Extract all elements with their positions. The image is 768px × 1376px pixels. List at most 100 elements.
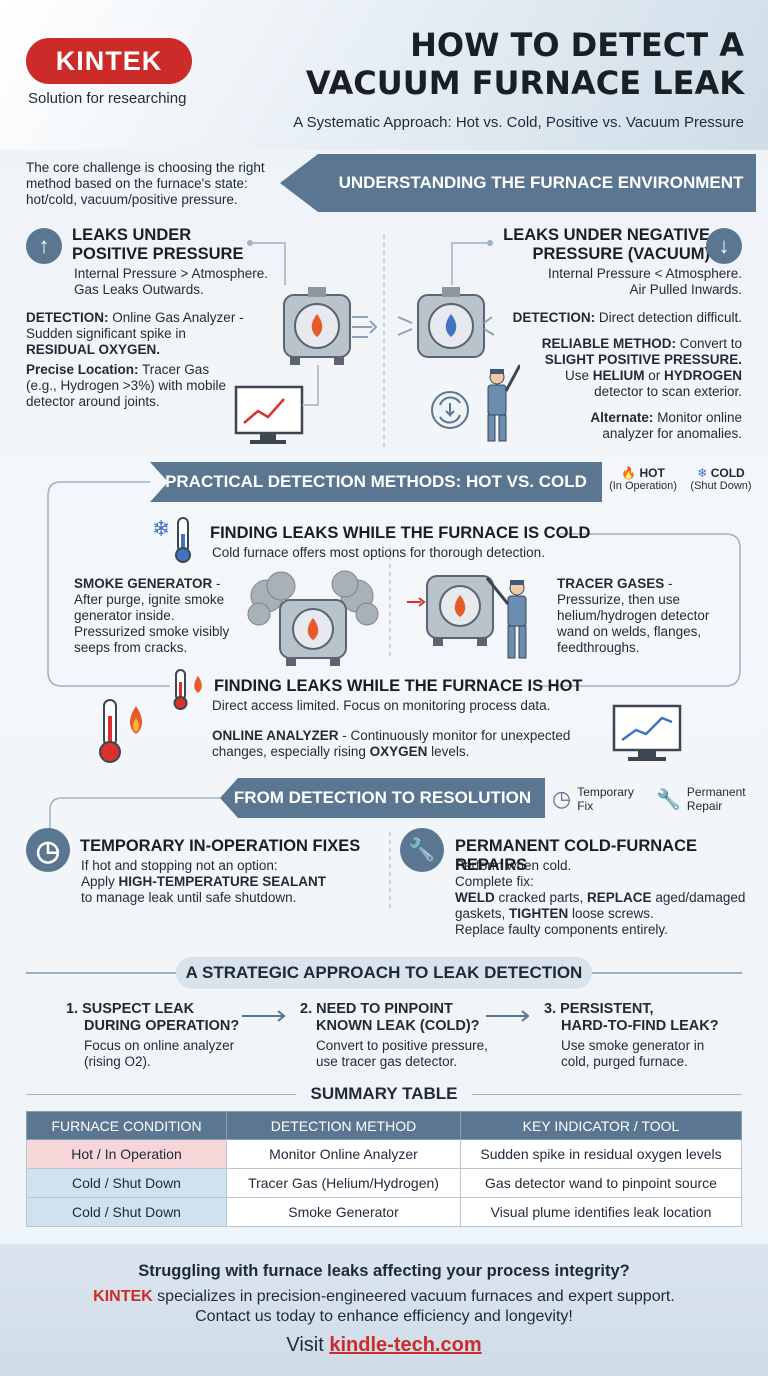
hot-desc: Direct access limited. Focus on monitori… bbox=[212, 698, 551, 713]
legend-cold-sub: (Shut Down) bbox=[690, 480, 752, 492]
legend-permanent: 🔧 Permanent Repair bbox=[656, 785, 764, 813]
visit-label: Visit bbox=[286, 1334, 330, 1356]
legend-perm-line: Permanent bbox=[686, 785, 746, 799]
table-row: Hot / In Operation Monitor Online Analyz… bbox=[26, 1139, 742, 1169]
text: - bbox=[212, 576, 221, 591]
negative-alternate: Alternate: Monitor online analyzer for a… bbox=[590, 410, 742, 442]
column-header: FURNACE CONDITION bbox=[26, 1111, 227, 1140]
legend-hot-label: HOT bbox=[639, 466, 665, 480]
page-subtitle: A Systematic Approach: Hot vs. Cold, Pos… bbox=[293, 114, 744, 131]
tagline: Solution for researching bbox=[28, 90, 187, 107]
legend-hot: 🔥 HOT (In Operation) bbox=[604, 466, 682, 492]
website-link[interactable]: kindle-tech.com bbox=[329, 1334, 482, 1356]
table-cell: Cold / Shut Down bbox=[26, 1168, 227, 1198]
table-cell: Visual plume identifies leak location bbox=[460, 1197, 742, 1227]
negative-reliable-method: RELIABLE METHOD: Convert to SLIGHT POSIT… bbox=[542, 336, 742, 400]
text: TIGHTEN bbox=[509, 906, 569, 921]
text: detector around joints. bbox=[26, 394, 160, 409]
desc-line: Internal Pressure > Atmosphere. bbox=[74, 266, 268, 281]
table-cell: Cold / Shut Down bbox=[26, 1197, 227, 1227]
legend-cold: ❄ COLD (Shut Down) bbox=[682, 466, 760, 492]
text: Sudden significant spike in bbox=[26, 326, 186, 341]
text: Pressurize, then use bbox=[557, 592, 681, 607]
title-line: PRESSURE (VACUUM) bbox=[532, 245, 710, 263]
hot-title: FINDING LEAKS WHILE THE FURNACE IS HOT bbox=[214, 677, 583, 695]
hot-thermometer-small-icon bbox=[173, 669, 202, 710]
step-head: 2. NEED TO PINPOINT bbox=[300, 1001, 453, 1017]
label: DETECTION: bbox=[512, 310, 596, 325]
text: - bbox=[664, 576, 673, 591]
text: Monitor online bbox=[653, 410, 742, 425]
strategy-step-2: 2. NEED TO PINPOINT KNOWN LEAK (COLD)? C… bbox=[300, 1001, 510, 1070]
permanent-repair-title: PERMANENT COLD-FURNACE REPAIRS bbox=[455, 837, 697, 874]
table-row: Cold / Shut Down Smoke Generator Visual … bbox=[26, 1197, 742, 1227]
label: TRACER GASES bbox=[557, 576, 665, 591]
clock-icon: ◷ bbox=[26, 828, 70, 872]
text: gaskets, bbox=[455, 906, 510, 921]
step-text: Focus on online analyzer bbox=[84, 1038, 235, 1053]
tracer-furnace-illustration bbox=[407, 575, 527, 659]
temporary-fix-title: TEMPORARY IN-OPERATION FIXES bbox=[80, 837, 361, 855]
text: aged/damaged bbox=[651, 890, 746, 905]
text: Complete fix: bbox=[455, 874, 534, 889]
text: RESIDUAL OXYGEN. bbox=[26, 342, 161, 357]
step-text: (rising O2). bbox=[84, 1054, 151, 1069]
snowflake-icon: ❄ bbox=[697, 466, 708, 480]
pressure-illustration bbox=[234, 235, 520, 450]
summary-title: SUMMARY TABLE bbox=[310, 1084, 458, 1103]
intro-line: method based on the furnace's state: bbox=[26, 176, 248, 191]
step-head: 3. PERSISTENT, bbox=[544, 1001, 654, 1017]
strategy-step-1: 1. SUSPECT LEAK DURING OPERATION? Focus … bbox=[66, 1001, 266, 1070]
column-header: KEY INDICATOR / TOOL bbox=[460, 1111, 742, 1140]
column-header: DETECTION METHOD bbox=[226, 1111, 461, 1140]
cycle-icon bbox=[431, 391, 469, 429]
arrow-right-icon bbox=[242, 1009, 288, 1022]
positive-detection: DETECTION: Online Gas Analyzer - Sudden … bbox=[26, 310, 286, 358]
negative-pressure-desc: Internal Pressure < Atmosphere. Air Pull… bbox=[548, 266, 742, 298]
footer-text: KINTEK specializes in precision-engineer… bbox=[0, 1287, 768, 1327]
permanent-repair-text: Perform when cold. Complete fix: WELD cr… bbox=[455, 858, 755, 938]
resolution-connector-lines bbox=[49, 797, 391, 910]
step-text: Use smoke generator in bbox=[561, 1038, 705, 1053]
step-text: Convert to positive pressure, bbox=[316, 1038, 488, 1053]
vacuum-furnace-icon bbox=[417, 287, 485, 358]
positive-pressure-title: LEAKS UNDER POSITIVE PRESSURE bbox=[72, 226, 243, 264]
step-text: use tracer gas detector. bbox=[316, 1054, 458, 1069]
kintek-logo[interactable]: KINTEK bbox=[26, 38, 192, 84]
wrench-icon: 🔧 bbox=[656, 788, 681, 811]
table-cell: Sudden spike in residual oxygen levels bbox=[460, 1139, 742, 1169]
negative-detection: DETECTION: Direct detection difficult. bbox=[513, 310, 742, 326]
text: WELD bbox=[455, 890, 495, 905]
technician-icon bbox=[487, 364, 520, 442]
arrow-down-icon: ↓ bbox=[706, 228, 742, 264]
text: loose screws. bbox=[568, 906, 654, 921]
divider bbox=[26, 1094, 296, 1095]
title-line: POSITIVE PRESSURE bbox=[72, 245, 244, 263]
text: seeps from cracks. bbox=[74, 640, 188, 655]
text: After purge, ignite smoke bbox=[74, 592, 225, 607]
legend-cold-label: COLD bbox=[710, 466, 745, 480]
wrench-icon: 🔧 bbox=[400, 828, 444, 872]
text: to manage leak until safe shutdown. bbox=[81, 890, 297, 905]
footer-visit: Visit kindle-tech.com bbox=[0, 1334, 768, 1357]
tracer-gases-text: TRACER GASES - Pressurize, then use heli… bbox=[557, 576, 747, 656]
title-line: LEAKS UNDER bbox=[72, 226, 192, 244]
text: OXYGEN bbox=[369, 744, 428, 759]
text: Pressurized smoke visibly bbox=[74, 624, 230, 639]
label: Precise Location: bbox=[26, 362, 139, 377]
text: wand on welds, flanges, bbox=[557, 624, 702, 639]
clock-icon: ◷ bbox=[552, 786, 572, 811]
smoke-furnace-illustration bbox=[247, 570, 379, 666]
text: Use bbox=[564, 368, 593, 383]
legend-temp-line: Fix bbox=[577, 799, 594, 813]
step-head: KNOWN LEAK (COLD)? bbox=[316, 1018, 480, 1034]
step-head: 1. SUSPECT LEAK bbox=[66, 1001, 195, 1017]
monitor-analyzer-icon bbox=[612, 704, 682, 761]
table-cell: Monitor Online Analyzer bbox=[226, 1139, 461, 1169]
footer-line: specializes in precision-engineered vacu… bbox=[152, 1288, 675, 1305]
flame-icon: 🔥 bbox=[621, 466, 637, 480]
cold-thermometer-icon: ❄ bbox=[152, 517, 191, 563]
banner-furnace-environment: UNDERSTANDING THE FURNACE ENVIRONMENT bbox=[280, 154, 756, 212]
step-text: cold, purged furnace. bbox=[561, 1054, 688, 1069]
banner-practical-methods: PRACTICAL DETECTION METHODS: HOT VS. COL… bbox=[150, 462, 602, 502]
